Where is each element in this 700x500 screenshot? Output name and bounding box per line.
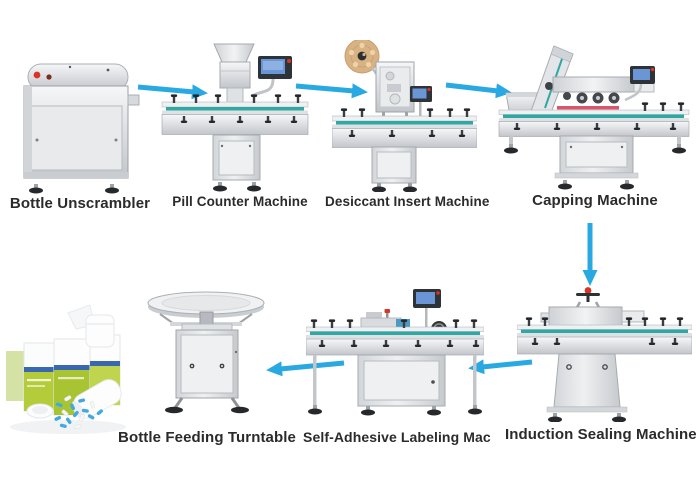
conveyor xyxy=(306,319,484,415)
pedestal-cabinet xyxy=(175,311,239,399)
unscrambler-feet xyxy=(29,184,119,194)
machine-feet xyxy=(213,182,261,192)
induction-sealing-illustration xyxy=(517,287,692,422)
machine-feet xyxy=(372,183,417,192)
product-photo xyxy=(6,304,126,434)
turntable-illustration xyxy=(147,291,265,414)
hmi-panel[interactable] xyxy=(251,56,292,98)
side-chute xyxy=(127,94,140,106)
capping-head-beam xyxy=(552,76,655,110)
conveyor xyxy=(517,317,692,355)
rotary-disc xyxy=(147,291,265,326)
cabinet xyxy=(212,134,261,181)
station-label-induction-sealing: Induction Sealing Machine xyxy=(505,426,697,443)
hmi-panel[interactable] xyxy=(413,289,441,328)
hmi-power-light xyxy=(427,87,431,92)
cabinet xyxy=(371,146,417,184)
station-label-capping: Capping Machine xyxy=(532,192,658,209)
conveyor xyxy=(161,94,309,135)
hmi-power-light xyxy=(287,59,291,63)
conveyor xyxy=(332,108,477,148)
unscrambler-top-drum xyxy=(27,63,129,91)
pill-hopper xyxy=(213,43,255,104)
hmi-power-light xyxy=(650,67,655,72)
desiccant-insert-illustration xyxy=(332,40,477,192)
labeling-machine-illustration xyxy=(306,289,484,416)
unscrambler-body xyxy=(23,85,140,179)
pill-counter-illustration xyxy=(161,43,309,192)
hmi-screen[interactable] xyxy=(416,292,435,304)
emergency-stop-button xyxy=(33,71,41,79)
hmi-panel[interactable] xyxy=(624,66,655,102)
machine-feet xyxy=(558,180,634,190)
hmi-screen[interactable] xyxy=(633,69,650,80)
hmi-panel[interactable] xyxy=(410,86,432,116)
machine-feet xyxy=(548,413,626,422)
station-label-pill-counter: Pill Counter Machine xyxy=(172,194,308,209)
bottle-unscrambler-illustration xyxy=(23,63,140,194)
cabinet xyxy=(357,354,446,407)
pedestal xyxy=(546,353,628,413)
station-label-labeling: Self-Adhesive Labeling Mac xyxy=(303,429,491,445)
cabinet xyxy=(554,135,639,179)
hmi-screen[interactable] xyxy=(412,88,427,99)
spilled-capsules xyxy=(54,395,103,429)
machine-feet xyxy=(361,406,441,416)
station-label-desiccant-insert: Desiccant Insert Machine xyxy=(325,194,490,209)
capping-machine-illustration xyxy=(498,45,690,190)
insert-head-body xyxy=(375,61,415,116)
station-label-turntable: Bottle Feeding Turntable xyxy=(118,429,296,446)
pill-bottles xyxy=(26,314,122,419)
hmi-power-light xyxy=(436,291,440,295)
conveyor xyxy=(498,102,690,154)
capping-pressure-bar xyxy=(557,106,619,110)
machine-feet xyxy=(165,397,249,414)
station-label-bottle-unscrambler: Bottle Unscrambler xyxy=(9,195,151,212)
